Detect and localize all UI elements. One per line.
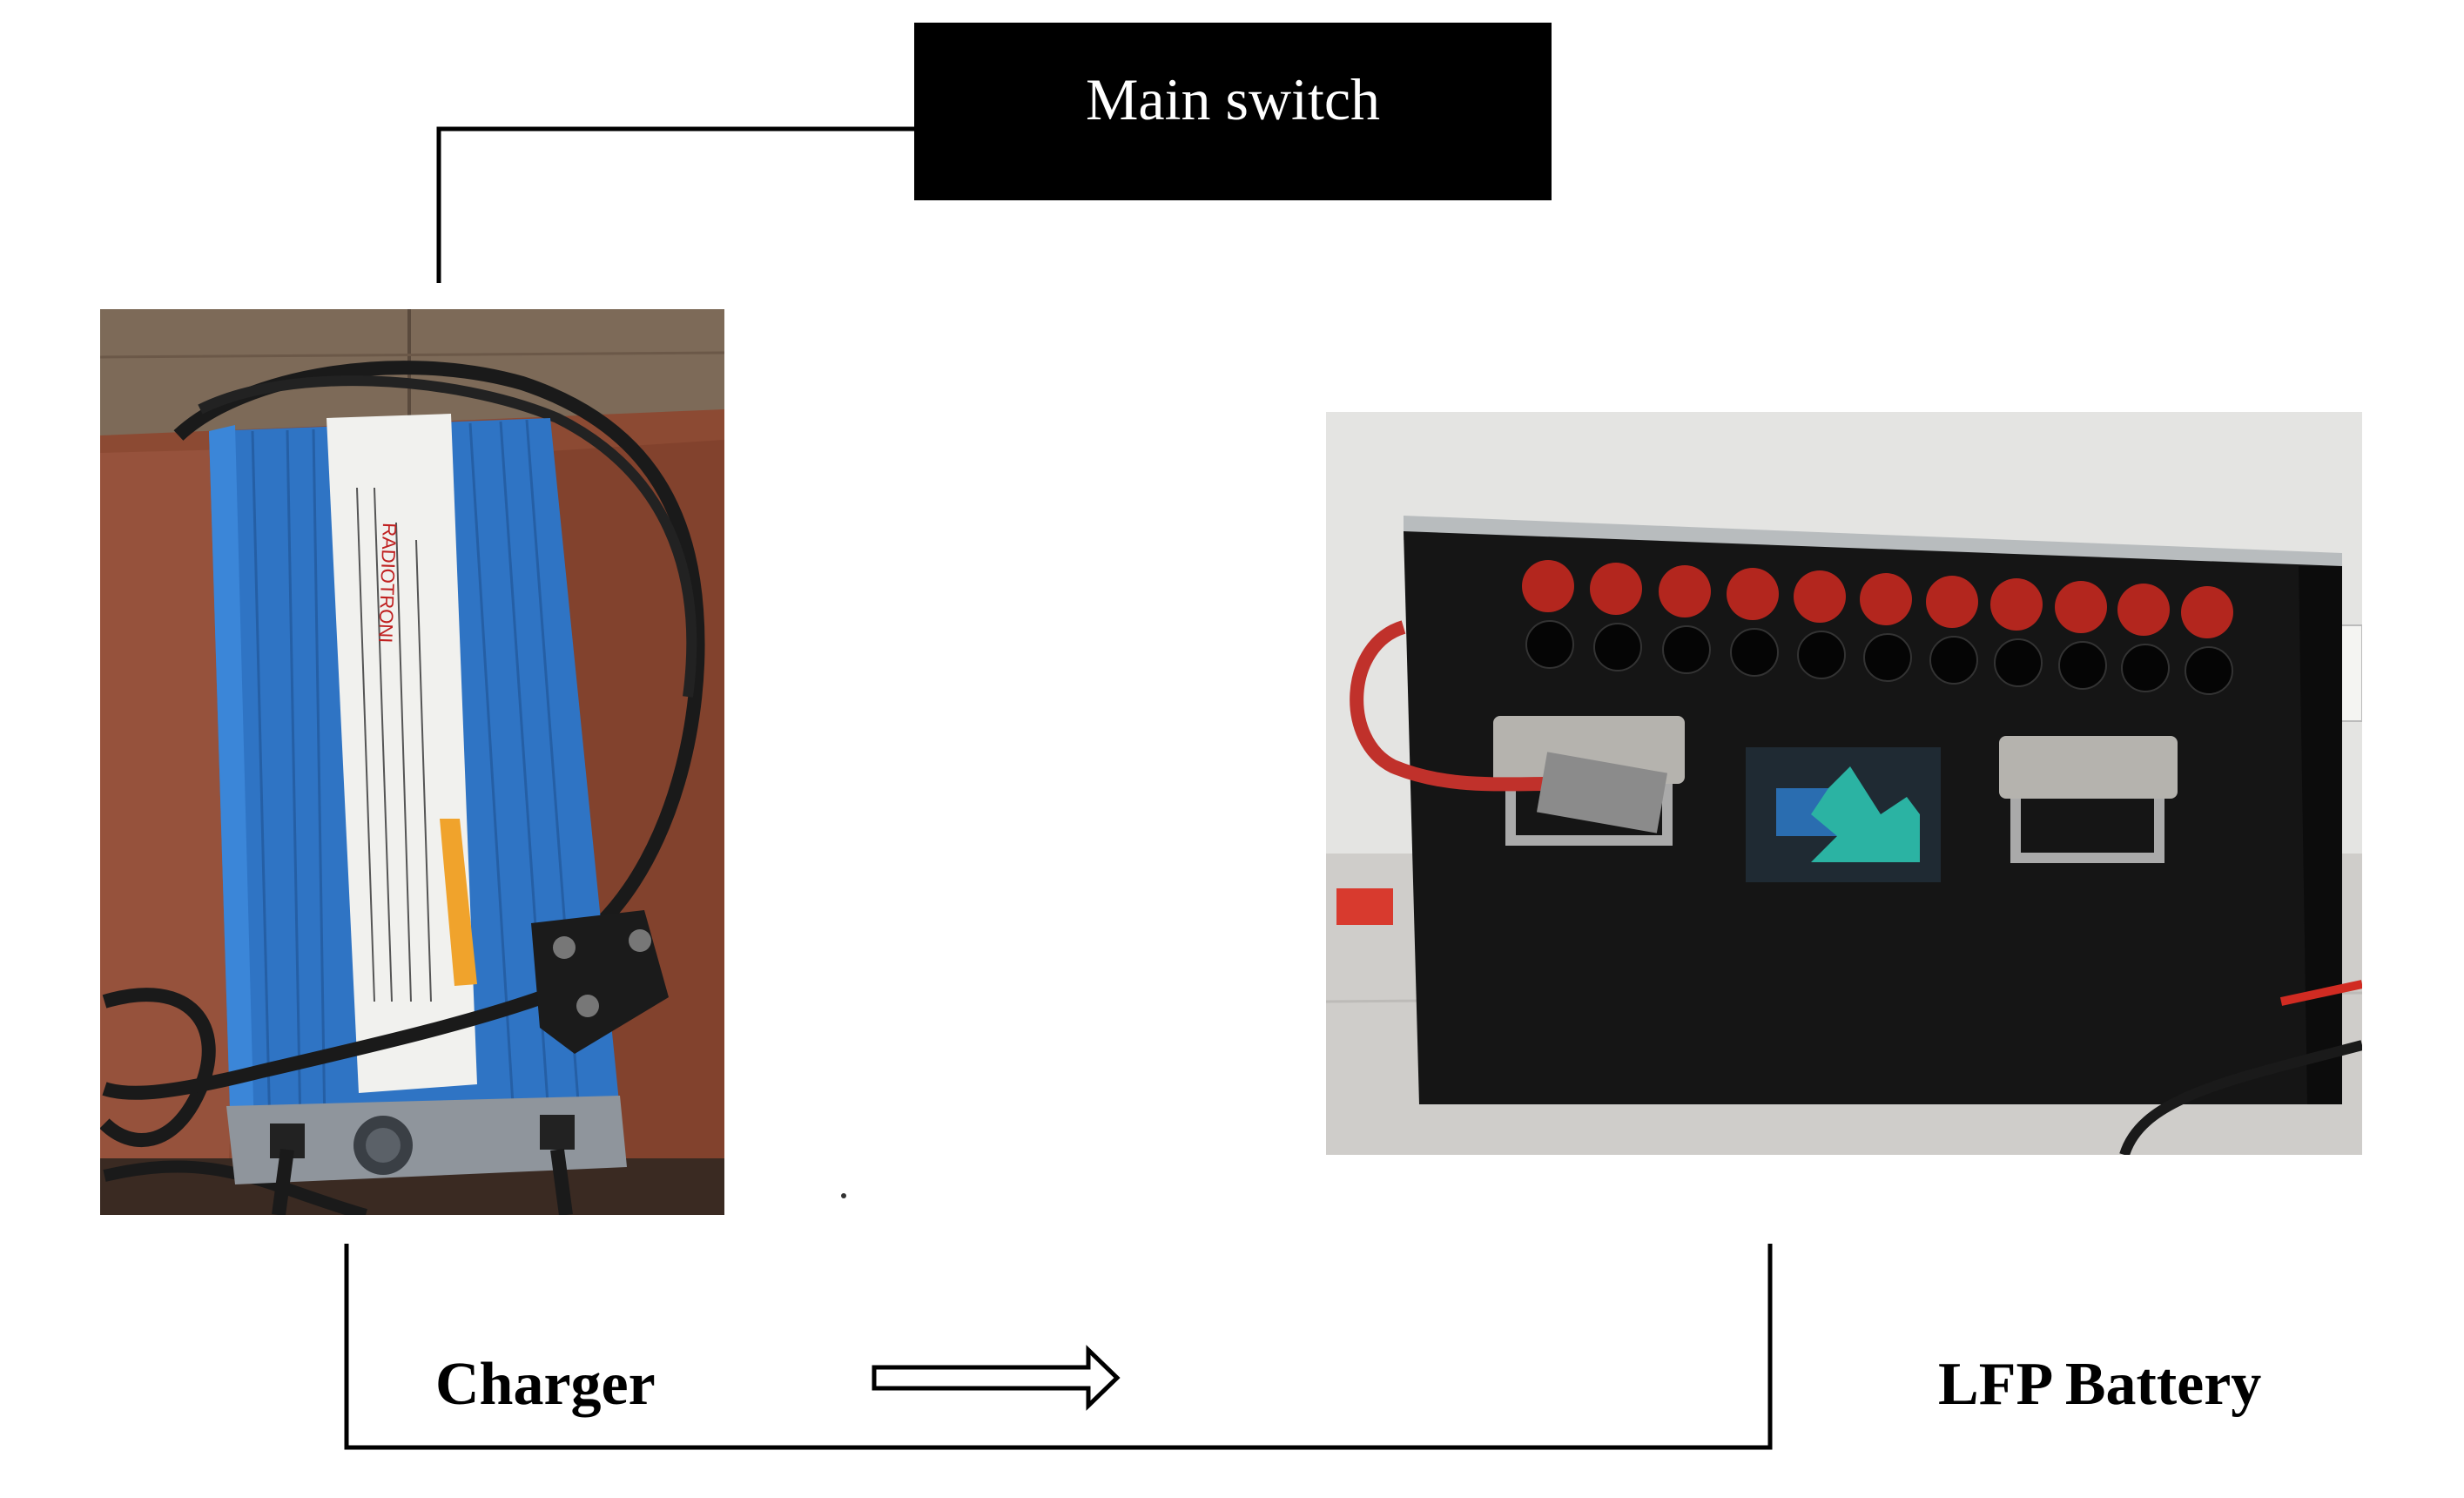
- charger-photo: RADIOTRONI: [100, 309, 724, 1215]
- charger-label: Charger: [435, 1351, 656, 1418]
- main-switch-box: Main switch: [914, 23, 1552, 200]
- battery-photo: [1326, 412, 2362, 1155]
- main-switch-label: Main switch: [1085, 65, 1381, 132]
- flow-arrow-icon: [872, 1345, 1121, 1411]
- svg-text:RADIOTRONI: RADIOTRONI: [374, 523, 401, 644]
- battery-label: LFP Battery: [1938, 1351, 2262, 1418]
- stray-dot: [841, 1193, 846, 1198]
- switch-to-charger-wire: [436, 126, 916, 283]
- charger-to-battery-wire: [344, 1244, 1773, 1450]
